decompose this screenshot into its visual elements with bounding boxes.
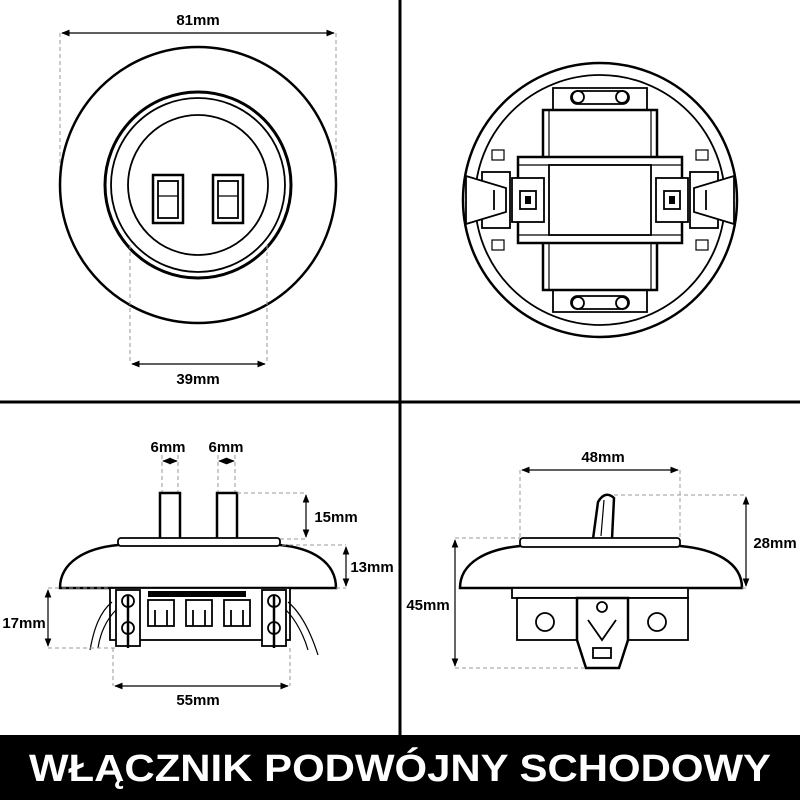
inner-ring-outer <box>103 90 293 280</box>
side-plate-dome <box>58 543 338 590</box>
rocker-left-width-label: 6mm <box>150 439 185 456</box>
bottom-mounting-slot <box>570 295 630 310</box>
rocker-right-frame <box>211 173 245 225</box>
rocker-right <box>211 173 245 225</box>
front-view: 81mm 39mm <box>58 12 338 388</box>
spring-claw-left-inner <box>97 609 117 649</box>
profile-plate-dome <box>458 544 744 590</box>
spring-claw-left <box>89 601 113 651</box>
profile-center-screw-top <box>596 601 608 613</box>
cap-width-label: 48mm <box>581 449 624 466</box>
profile-block-left-hole <box>535 612 555 632</box>
side-mechanism-block-1 <box>147 599 175 627</box>
rocker-right-width-label: 6mm <box>208 439 243 456</box>
band-center <box>548 164 652 236</box>
bottom-slot-end-right <box>615 296 629 310</box>
plate-height-label: 13mm <box>350 559 393 576</box>
total-height-label: 28mm <box>753 535 796 552</box>
inner-ring-inner <box>110 97 286 273</box>
notch-top-left <box>491 149 505 161</box>
banner-title: WŁĄCZNIK PODWÓJNY SCHODOWY <box>29 746 771 790</box>
back-outer-circle <box>461 61 739 339</box>
side-mechanism-bar <box>148 591 246 597</box>
switch-face-circle <box>127 114 269 256</box>
bottom-slot-bracket <box>552 290 648 313</box>
top-mounting-slot <box>570 90 630 105</box>
profile-center-claw <box>575 596 630 670</box>
title-banner: WŁĄCZNIK PODWÓJNY SCHODOWY <box>0 735 800 800</box>
profile-toggle-highlight <box>600 499 605 537</box>
rocker-left-frame <box>151 173 185 225</box>
notch-top-right <box>695 149 709 161</box>
claw-left <box>465 171 511 229</box>
terminal-right-screw-head <box>669 196 675 204</box>
profile-plate-cap <box>519 537 681 548</box>
side-mechanism-block-2 <box>185 599 213 627</box>
bottom-slot-end-left <box>571 296 585 310</box>
profile-block-right <box>627 597 689 641</box>
mechanism-width-label: 55mm <box>176 692 219 709</box>
outer-diameter-label: 81mm <box>176 12 219 29</box>
rocker-left-key <box>157 180 179 219</box>
side-mechanism-block-3 <box>223 599 251 627</box>
top-slot-end-left <box>571 90 585 104</box>
side-rocker-left <box>158 491 182 541</box>
spring-claw-right-inner <box>285 609 309 651</box>
side-view: 6mm 6mm 15mm 13mm <box>2 439 393 709</box>
profile-block-right-hole <box>647 612 667 632</box>
rocker-right-key <box>217 180 239 219</box>
profile-toggle <box>591 493 616 541</box>
profile-view: 48mm 28mm 45mm <box>406 449 797 670</box>
top-slot-bracket <box>552 87 648 110</box>
inner-diameter-label: 39mm <box>176 371 219 388</box>
total-depth-label: 45mm <box>406 597 449 614</box>
claw-right <box>689 171 735 229</box>
profile-center-claw-inner <box>587 619 617 642</box>
spring-claw-right <box>287 601 319 656</box>
quadrant-dividers <box>0 0 800 735</box>
side-plate-cap <box>117 537 281 547</box>
banner-background <box>0 735 800 800</box>
profile-mechanism-top <box>511 587 689 599</box>
terminal-right-screw <box>663 190 681 210</box>
profile-block-left <box>516 597 578 641</box>
claw-right-jaw <box>693 174 735 226</box>
back-view <box>461 61 739 339</box>
top-slot-end-right <box>615 90 629 104</box>
terminal-left-screw <box>519 190 537 210</box>
rocker-height-label: 15mm <box>314 509 357 526</box>
rocker-left <box>151 173 185 225</box>
profile-center-screw-bottom <box>592 647 612 659</box>
terminal-left-screw-head <box>525 196 531 204</box>
outer-plate-circle <box>58 45 338 325</box>
side-rocker-right <box>215 491 239 541</box>
notch-bottom-left <box>491 239 505 251</box>
claw-left-jaw <box>465 174 507 226</box>
notch-bottom-right <box>695 239 709 251</box>
mechanism-depth-label: 17mm <box>2 615 45 632</box>
